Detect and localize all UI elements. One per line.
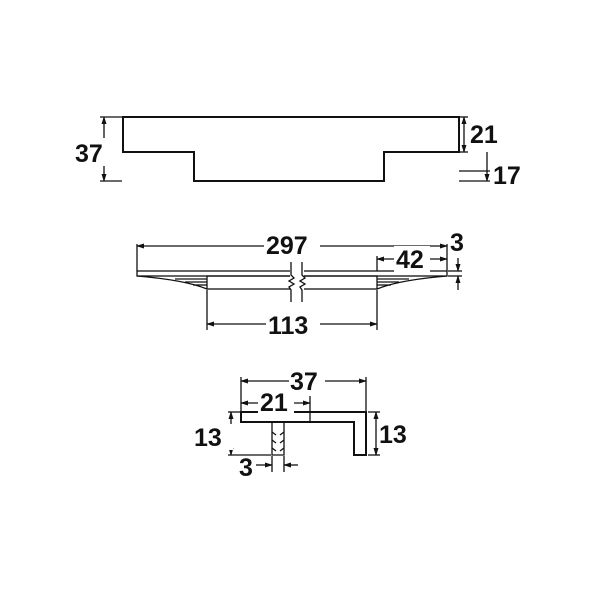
left-taper [136, 275, 208, 290]
dim-label-overall-length: 297 [266, 232, 308, 260]
break-line-right [298, 262, 307, 302]
label-bg [266, 310, 320, 338]
label-bg [258, 389, 294, 415]
top-view-outline [122, 116, 460, 182]
pin-barbs [271, 431, 285, 452]
side-profile [240, 411, 367, 456]
label-bg [394, 246, 430, 272]
break-gap [290, 262, 304, 302]
dim-label-right-height: 13 [379, 421, 407, 449]
label-bg [289, 366, 325, 394]
left-hatch [175, 278, 207, 286]
break-line-left [287, 262, 296, 302]
label-bg [264, 230, 320, 258]
right-taper [376, 275, 448, 290]
front-view: 297 42 3 113 [136, 229, 464, 340]
dim-label-center-length: 113 [268, 312, 308, 340]
dim-label-pin-diameter: 3 [239, 454, 253, 482]
dim-label-total-height: 37 [75, 140, 103, 168]
dim-label-depth: 37 [290, 368, 318, 396]
dim-label-end-length: 42 [396, 246, 424, 274]
side-view: 37 21 13 13 3 [193, 366, 407, 482]
dim-label-inner-depth: 21 [260, 389, 288, 417]
pin [271, 422, 285, 456]
dim-label-thickness: 3 [450, 229, 464, 257]
dim-label-lower-offset: 17 [493, 162, 521, 190]
label-bg [74, 138, 108, 166]
dim-label-left-height: 13 [194, 424, 222, 452]
top-view: 37 21 17 [74, 116, 521, 190]
label-bg [193, 424, 233, 450]
right-hatch [377, 278, 409, 286]
dim-label-upper-height: 21 [470, 121, 498, 149]
